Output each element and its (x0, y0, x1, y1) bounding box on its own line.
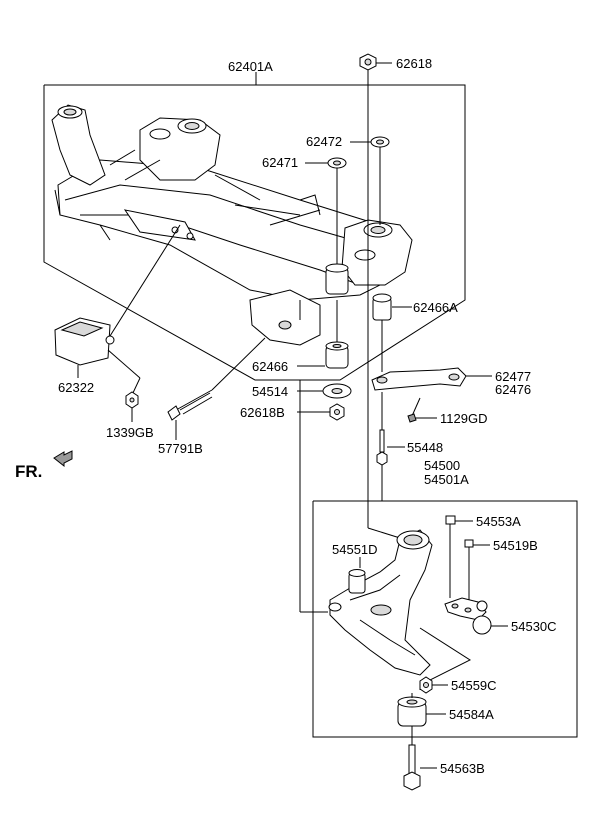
bolt-57791b-drawing (167, 389, 213, 421)
bolt-55448-drawing (376, 429, 388, 466)
label-1339gb: 1339GB (106, 425, 154, 440)
label-54530c: 54530C (511, 619, 557, 634)
label-62477: 62477 (495, 369, 531, 384)
lower-control-arm-drawing (328, 529, 433, 676)
bushing-54584a-drawing (397, 696, 427, 727)
label-54551d: 54551D (332, 542, 378, 557)
label-62466a: 62466A (413, 300, 458, 315)
label-54500: 54500 (424, 458, 460, 473)
ball-joint-54530c-drawing (444, 597, 492, 635)
label-55448: 55448 (407, 440, 443, 455)
label-62618: 62618 (396, 56, 432, 71)
label-62476: 62476 (495, 382, 531, 397)
bushing-54551d-drawing (348, 569, 366, 594)
bolt-54553a-drawing (445, 515, 456, 598)
bushing-on-frame-drawing (325, 263, 349, 295)
front-direction-label: FR. (15, 462, 42, 481)
label-62401a: 62401A (228, 59, 273, 74)
label-62472: 62472 (306, 134, 342, 149)
label-1129gd: 1129GD (440, 411, 487, 426)
bushing-62466a-drawing (372, 293, 392, 321)
bushing-62466-drawing (325, 341, 349, 369)
label-62471: 62471 (262, 155, 298, 170)
crossmember-drawing (51, 104, 413, 346)
arrow-forward-icon (53, 450, 73, 468)
subframe-group-outline (43, 84, 466, 381)
label-62618b: 62618B (240, 405, 285, 420)
bolt-54563b-drawing (403, 744, 421, 791)
bolt-1129gd-drawing (407, 397, 421, 423)
label-57791b: 57791B (158, 441, 203, 456)
label-62466: 62466 (252, 359, 288, 374)
nut-62618-drawing (359, 53, 377, 71)
mount-62322-drawing (54, 317, 115, 366)
label-54553a: 54553A (476, 514, 521, 529)
label-54559c: 54559C (451, 678, 497, 693)
washer-62472-drawing (370, 136, 390, 148)
label-54584a: 54584A (449, 707, 494, 722)
nut-62618b-drawing (329, 403, 345, 421)
lower-arm-group-outline (312, 500, 578, 738)
stay-62477-drawing (371, 367, 467, 391)
nut-54559c-drawing (419, 676, 433, 694)
label-62322: 62322 (58, 380, 94, 395)
label-54501a: 54501A (424, 472, 469, 487)
bolt-54519b-drawing (464, 539, 474, 558)
washer-54514-drawing (322, 383, 352, 399)
washer-62471-drawing (327, 157, 347, 169)
nut-1339gb-drawing (125, 391, 139, 409)
label-54519b: 54519B (493, 538, 538, 553)
label-54514: 54514 (252, 384, 288, 399)
label-54563b: 54563B (440, 761, 485, 776)
